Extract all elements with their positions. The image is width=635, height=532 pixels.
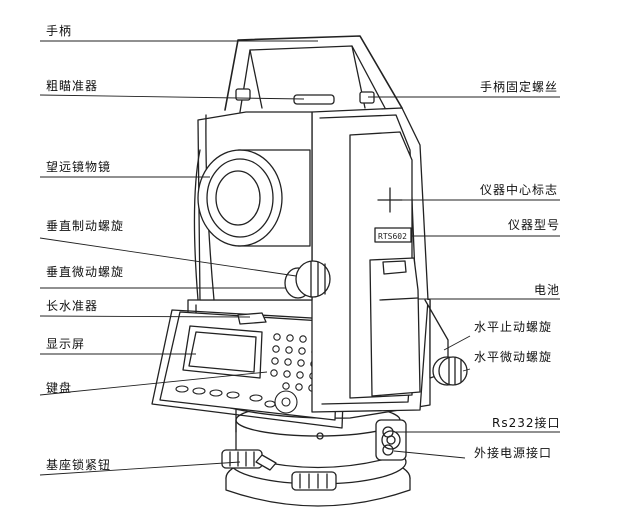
vertical-knob [284, 260, 331, 299]
label-horizontal-clamp: 水平止动螺旋 [474, 320, 553, 334]
plate-level-vial [237, 312, 267, 325]
battery-pack [369, 257, 421, 397]
telescope-objective [197, 149, 311, 247]
foot-screw-left [221, 449, 263, 469]
foot-screw-front [291, 471, 337, 491]
handle [224, 35, 403, 113]
tribrach-base [221, 403, 411, 507]
label-battery: 电池 [534, 283, 561, 297]
label-keyboard: 键盘 [46, 381, 73, 395]
label-ext-power: 外接电源接口 [474, 446, 553, 460]
label-display: 显示屏 [46, 337, 86, 351]
label-handle: 手柄 [46, 24, 73, 38]
label-base-lock: 基座锁紧钮 [46, 458, 112, 472]
label-coarse-sight: 粗瞄准器 [46, 79, 99, 93]
label-rs232: Rs232接口 [492, 416, 561, 430]
leader-lines [39, 40, 560, 476]
label-vertical-clamp: 垂直制动螺旋 [46, 219, 125, 233]
ports [316, 426, 394, 456]
display-screen [182, 325, 263, 379]
model-plate-text: RTS602 [378, 232, 407, 241]
label-model: 仪器型号 [508, 218, 561, 232]
label-vertical-tangent: 垂直微动螺旋 [46, 265, 125, 279]
horizontal-clamp-bracket [424, 299, 468, 386]
label-center-mark: 仪器中心标志 [480, 183, 559, 197]
label-objective-lens: 望远镜物镜 [46, 160, 112, 174]
label-handle-screw: 手柄固定螺丝 [480, 80, 559, 94]
label-horizontal-tangent: 水平微动螺旋 [474, 350, 553, 364]
label-plate-level: 长水准器 [46, 299, 99, 313]
control-panel [151, 309, 347, 429]
